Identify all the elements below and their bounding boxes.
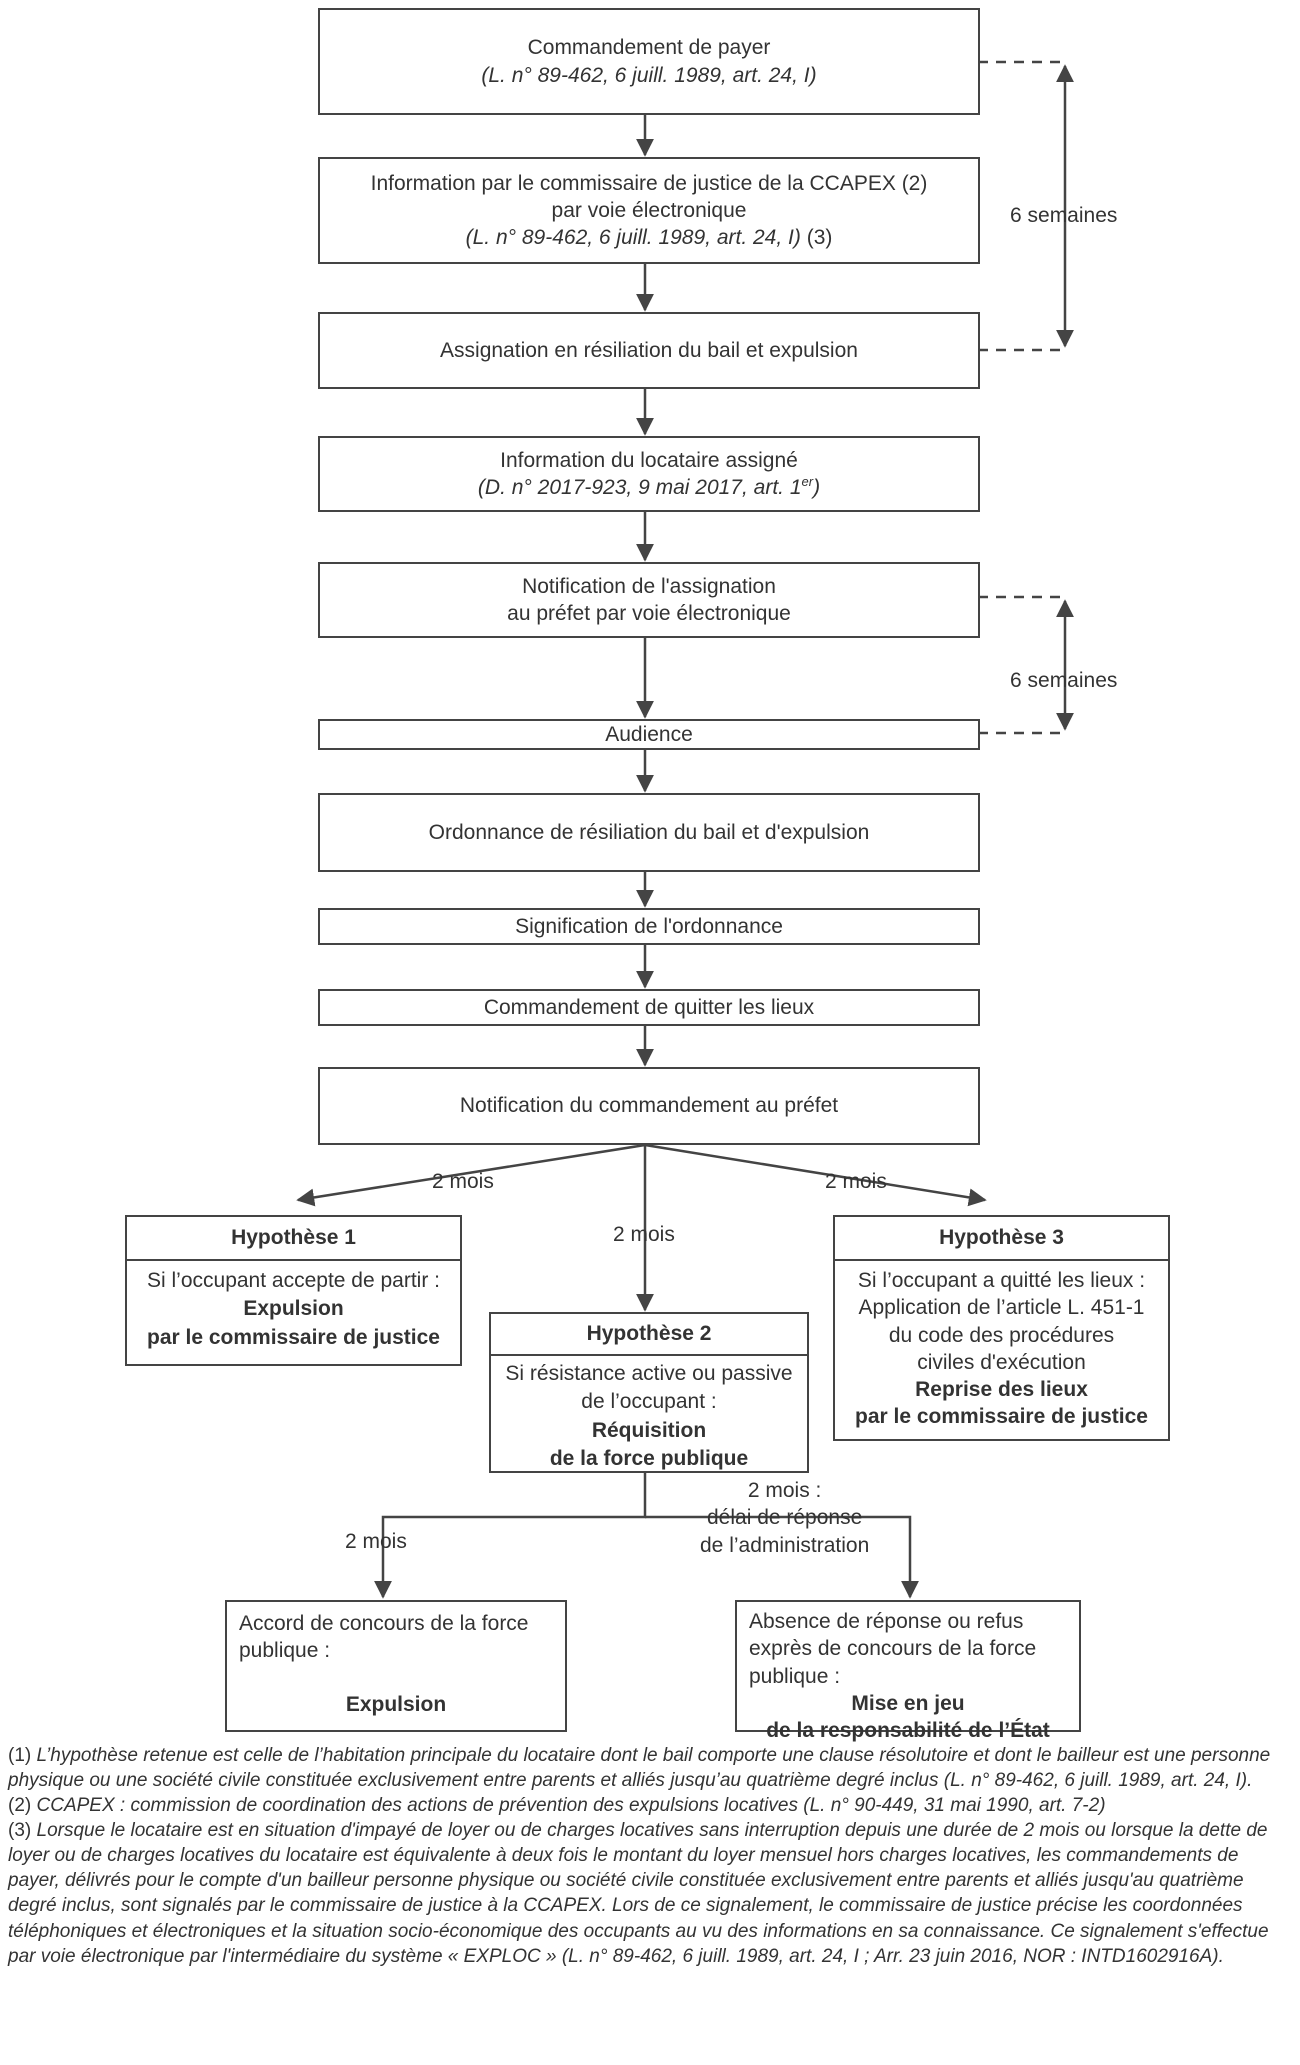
outcome-absence-box: Absence de réponse ou refus exprès de co… <box>735 1600 1081 1742</box>
step-title: Signification de l'ordonnance <box>515 914 783 938</box>
step-commandement-quitter: Commandement de quitter les lieux <box>318 989 980 1026</box>
step-information-locataire: Information du locataire assigné (D. n° … <box>318 436 980 512</box>
hypothesis-title: Hypothèse 2 <box>491 1314 807 1356</box>
step-assignation: Assignation en résiliation du bail et ex… <box>318 312 980 389</box>
two-months-center-label: 2 mois <box>613 1223 675 1246</box>
footnote-1: (1) L’hypothèse retenue est celle de l’h… <box>8 1745 1271 1792</box>
six-weeks-label-2: 6 semaines <box>1010 669 1118 692</box>
step-title: Notification du commandement au préfet <box>459 1094 839 1118</box>
step-information-ccapex: Information par le commissaire de justic… <box>318 157 980 264</box>
step-title: Commandement de payer <box>527 36 771 60</box>
step-audience: Audience <box>318 719 980 750</box>
branch-accord <box>374 1473 647 1599</box>
footnotes: (1) L’hypothèse retenue est celle de l’h… <box>8 1743 1293 1969</box>
step-line2: au préfet par voie électronique <box>507 602 791 625</box>
six-weeks-label-1: 6 semaines <box>1010 204 1118 227</box>
footnote-ref: (3) <box>806 226 833 250</box>
footnote-3: (3) Lorsque le locataire est en situatio… <box>8 1820 1269 1967</box>
step-title: Information par le commissaire de justic… <box>370 171 928 195</box>
two-months-lower-left-label: 2 mois <box>345 1530 407 1553</box>
step-title: Ordonnance de résiliation du bail et d'e… <box>428 820 870 844</box>
footnote-ref: (2) <box>901 171 928 195</box>
step-reference: (D. n° 2017-923, 9 mai 2017, art. 1er) <box>477 474 821 499</box>
hypothesis-3-box: Hypothèse 3 Si l’occupant a quitté les l… <box>833 1215 1170 1441</box>
footnote-2: (2) CCAPEX : commission de coordination … <box>8 1795 1106 1817</box>
branch-h3 <box>644 1143 987 1207</box>
step-ordonnance: Ordonnance de résiliation du bail et d'e… <box>318 793 980 872</box>
step-notification-prefet: Notification de l'assignation au préfet … <box>318 562 980 638</box>
step-title: Audience <box>605 722 693 746</box>
step-title: Assignation en résiliation du bail et ex… <box>440 338 858 362</box>
two-months-right-label: 2 mois <box>825 1170 887 1193</box>
branch-h1 <box>296 1143 646 1207</box>
two-months-left-label: 2 mois <box>432 1170 494 1193</box>
step-signification: Signification de l'ordonnance <box>318 908 980 945</box>
step-notification-commandement: Notification du commandement au préfet <box>318 1067 980 1145</box>
step-reference: (L. n° 89-462, 6 juill. 1989, art. 24, I… <box>465 226 833 250</box>
reply-delay-label: 2 mois : délai de réponse de l’administr… <box>700 1479 870 1557</box>
outcome-accord-box: Accord de concours de la force publique … <box>225 1600 567 1732</box>
step-title: Notification de l'assignation <box>522 574 776 598</box>
hypothesis-2-box: Hypothèse 2 Si résistance active ou pass… <box>489 1312 809 1473</box>
step-title: Commandement de quitter les lieux <box>483 995 815 1019</box>
step-title: Information du locataire assigné <box>500 448 798 472</box>
step-commandement-payer: Commandement de payer (L. n° 89-462, 6 j… <box>318 8 980 115</box>
step-reference: (L. n° 89-462, 6 juill. 1989, art. 24, I… <box>481 63 817 87</box>
step-line2: par voie électronique <box>551 198 747 222</box>
hypothesis-title: Hypothèse 1 <box>127 1217 460 1261</box>
hypothesis-1-box: Hypothèse 1 Si l’occupant accepte de par… <box>125 1215 462 1366</box>
hypothesis-title: Hypothèse 3 <box>835 1217 1168 1261</box>
branch-absence <box>645 1515 919 1599</box>
